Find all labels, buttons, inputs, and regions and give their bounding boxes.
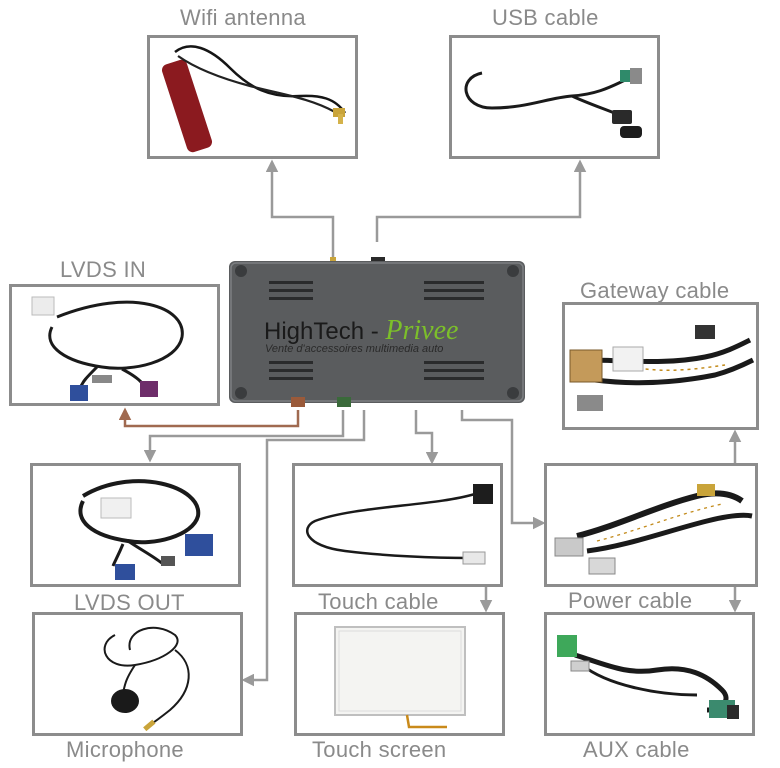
- lvds-out-connector-line: [143, 410, 345, 463]
- touch-screen-label: Touch screen: [312, 737, 447, 762]
- interface-module: HighTech - Privee Vente d'accessoires mu…: [229, 257, 525, 407]
- aux-cable-box: [544, 612, 755, 736]
- microphone-connector-line: [241, 410, 366, 687]
- module-body-icon: [229, 257, 525, 407]
- microphone-box: [32, 612, 243, 736]
- lvds-in-box: [9, 284, 220, 406]
- usb-cable-icon: [464, 68, 642, 138]
- touch-screen-icon: [334, 626, 466, 729]
- aux-cable-icon: [557, 635, 739, 719]
- touch-screen-box: [294, 612, 505, 736]
- usb-cable-box: [449, 35, 660, 159]
- module-tagline: Vente d'accessoires multimedia auto: [265, 343, 444, 355]
- lvds-out-label: LVDS OUT: [74, 590, 185, 615]
- microphone-label: Microphone: [66, 737, 184, 762]
- wifi-antenna-label: Wifi antenna: [180, 5, 306, 30]
- gateway-cable-icon: [569, 325, 755, 411]
- touch-cable-label: Touch cable: [318, 589, 439, 614]
- microphone-icon: [103, 626, 190, 732]
- lvds-in-label: LVDS IN: [60, 257, 147, 282]
- touch-cable-icon: [306, 484, 493, 565]
- power-cable-label: Power cable: [568, 588, 693, 613]
- wifi-antenna-icon: [161, 45, 347, 153]
- lvds-in-connector-line: [118, 407, 300, 428]
- wifi-antenna-box: [147, 35, 358, 159]
- gateway-cable-label: Gateway cable: [580, 278, 730, 303]
- lvds-out-cable-icon: [78, 479, 213, 580]
- brand-main: HighTech -: [264, 318, 386, 345]
- aux-cable-label: AUX cable: [583, 737, 690, 762]
- power-cable-connector-line: [460, 410, 546, 530]
- power-cable-icon: [554, 484, 753, 575]
- power-cable-box: [544, 463, 758, 587]
- gateway-cable-box: [562, 302, 759, 430]
- touch-cable-box: [292, 463, 503, 587]
- lvds-in-cable-icon: [31, 296, 184, 401]
- touch-cable-connector-line: [414, 410, 439, 465]
- module-brand: HighTech - Privee: [264, 315, 458, 347]
- lvds-out-box: [30, 463, 241, 587]
- wifi-connector-line: [265, 159, 335, 260]
- brand-accent: Privee: [385, 315, 459, 346]
- usb-connector-line: [375, 159, 587, 242]
- usb-cable-label: USB cable: [492, 5, 599, 30]
